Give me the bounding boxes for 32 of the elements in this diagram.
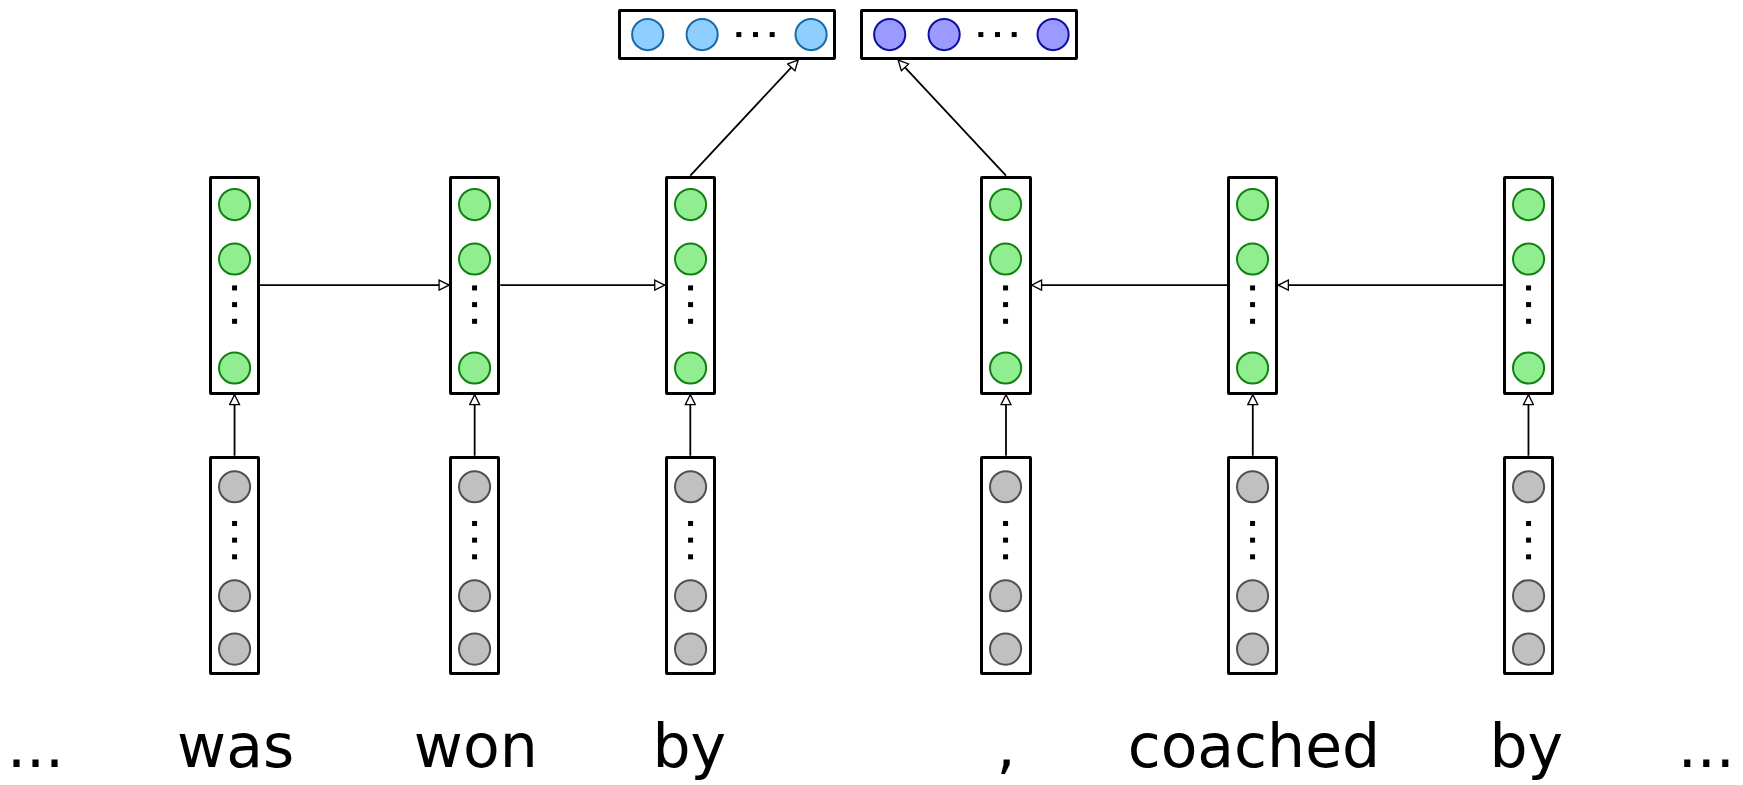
vector-box	[980, 175, 1032, 395]
arrow	[1247, 393, 1259, 457]
vector-box	[1227, 175, 1279, 395]
word-label: won	[413, 715, 538, 776]
word-label: ...	[1677, 715, 1735, 776]
arrow	[1030, 279, 1229, 291]
arrow	[684, 393, 696, 457]
word-label: coached	[1127, 715, 1381, 776]
vector-box	[618, 8, 836, 60]
vector-box	[980, 455, 1032, 675]
arrow	[1522, 393, 1535, 457]
arrow	[1000, 393, 1012, 457]
arrow	[897, 59, 1007, 177]
vector-box	[208, 455, 261, 675]
arrow	[1277, 279, 1504, 291]
arrow	[499, 279, 666, 291]
vector-box	[449, 175, 501, 395]
arrow	[259, 279, 450, 291]
word-label: ...	[6, 715, 65, 776]
word-label: was	[177, 715, 295, 776]
arrow	[228, 393, 241, 457]
vector-box	[664, 455, 716, 675]
vector-box	[1502, 455, 1554, 675]
vector-box	[1502, 175, 1554, 395]
word-label: ,	[996, 715, 1016, 776]
vector-box	[860, 8, 1079, 60]
vector-box	[208, 175, 261, 395]
vector-box	[664, 175, 716, 395]
arrow	[689, 59, 800, 177]
arrow	[469, 393, 481, 457]
vector-box	[1227, 455, 1279, 675]
vector-box	[449, 455, 501, 675]
